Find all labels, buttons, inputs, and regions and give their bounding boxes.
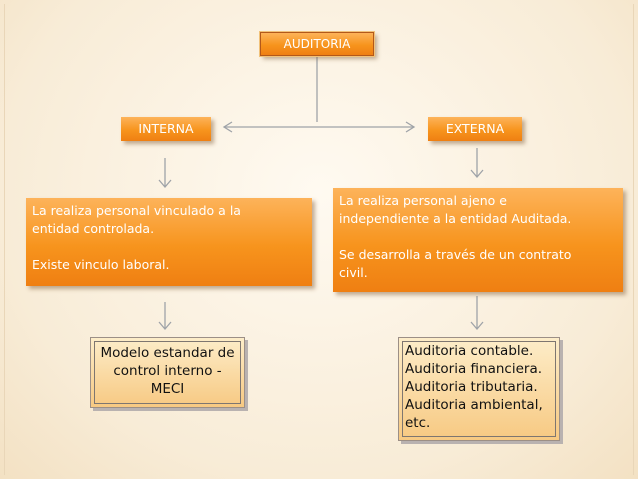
externa-arrow-1-head (470, 169, 484, 178)
externa-result-line-3: Auditoria tributaria. (405, 379, 538, 395)
externa-result-line-5: etc. (405, 415, 431, 431)
interna-result-line-1: Modelo estandar de (100, 345, 235, 361)
externa-description-line-1: La realiza personal ajeno e (339, 193, 507, 208)
externa-description-spacer (339, 228, 617, 246)
interna-arrow-1-head (158, 179, 172, 188)
externa-description-line-5: civil. (339, 265, 368, 280)
externa-result-card-inner-border (402, 341, 556, 437)
interna-result-card-inner-border (94, 341, 241, 404)
interna-description-spacer (32, 238, 306, 256)
externa-result-line-4: Auditoria ambiental, (405, 397, 543, 413)
root-node-auditoria: AUDITORIA (259, 31, 375, 57)
interna-description-line-2: entidad controlada. (32, 221, 155, 236)
interna-label: INTERNA (138, 121, 194, 136)
externa-result-card: Auditoria contable. Auditoria financiera… (398, 337, 560, 441)
interna-result-line-2: control interno - (113, 363, 222, 379)
node-externa: EXTERNA (428, 117, 522, 141)
interna-description-line-4: Existe vinculo laboral. (32, 257, 170, 272)
node-interna: INTERNA (121, 117, 211, 141)
interna-result-line-3: MECI (150, 381, 185, 397)
externa-label: EXTERNA (445, 121, 505, 136)
externa-arrow-2-head (470, 321, 484, 330)
externa-description-line-2: independiente a la entidad Auditada. (339, 211, 572, 226)
interna-description-box: La realiza personal vinculado a la entid… (26, 198, 312, 286)
root-label: AUDITORIA (283, 37, 351, 51)
externa-description-box: La realiza personal ajeno e independient… (333, 188, 623, 292)
externa-result-line-2: Auditoria financiera. (405, 361, 543, 377)
arrow-right-head (405, 121, 416, 133)
interna-description-line-1: La realiza personal vinculado a la (32, 203, 241, 218)
arrow-left-head (222, 121, 233, 133)
externa-description-line-4: Se desarrolla a través de un contrato (339, 247, 572, 262)
interna-arrow-2-head (158, 321, 172, 330)
interna-result-card: Modelo estandar de control interno - MEC… (90, 337, 245, 408)
externa-result-line-1: Auditoria contable. (405, 343, 534, 359)
